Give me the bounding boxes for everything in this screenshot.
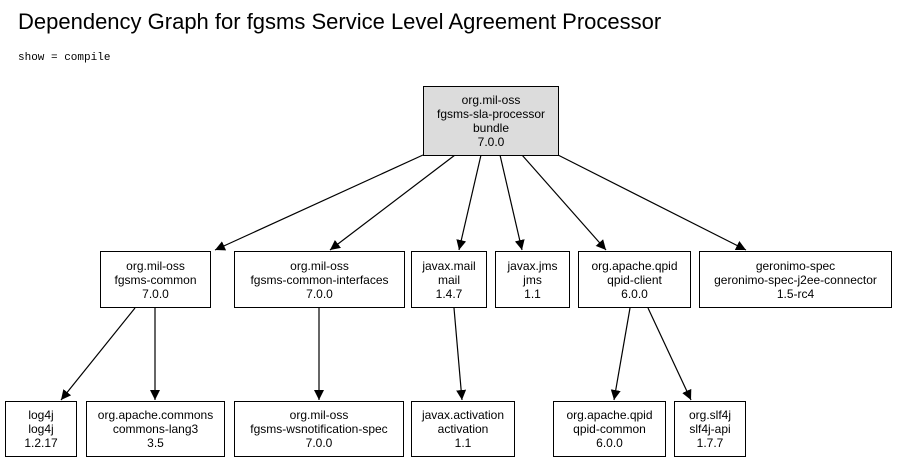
node-artifact: mail xyxy=(437,272,460,287)
node-qpid-client[interactable]: org.apache.qpid qpid-client 6.0.0 xyxy=(578,251,691,308)
edge-root-qpid-client xyxy=(521,154,607,251)
node-log4j[interactable]: log4j log4j 1.2.17 xyxy=(5,401,77,457)
node-group: org.mil-oss xyxy=(461,93,521,107)
node-fgsms-common[interactable]: org.mil-oss fgsms-common 7.0.0 xyxy=(100,251,211,308)
node-version: 1.5-rc4 xyxy=(776,286,815,301)
node-version: 7.0.0 xyxy=(142,286,169,301)
node-version: 6.0.0 xyxy=(596,436,623,450)
node-group: javax.mail xyxy=(422,258,476,273)
node-version: 1.1 xyxy=(454,436,472,450)
edge-root-jms xyxy=(499,154,525,251)
node-qpid-common[interactable]: org.apache.qpid qpid-common 6.0.0 xyxy=(553,401,666,457)
edge-mail-activation xyxy=(453,307,467,401)
node-group: org.apache.qpid xyxy=(591,258,678,273)
node-slf4j-api[interactable]: org.slf4j slf4j-api 1.7.7 xyxy=(674,401,746,457)
edge-root-common-interfaces xyxy=(329,154,456,251)
node-version: 7.0.0 xyxy=(477,135,505,149)
node-commons-lang3[interactable]: org.apache.commons commons-lang3 3.5 xyxy=(86,401,225,457)
node-version: 7.0.0 xyxy=(306,286,333,301)
node-jms[interactable]: javax.jms jms 1.1 xyxy=(495,251,570,308)
scope-filter-label: show = compile xyxy=(18,52,111,64)
node-version: 1.1 xyxy=(524,286,541,301)
edge-qpid-client-slf4j xyxy=(647,307,692,401)
node-fgsms-common-interfaces[interactable]: org.mil-oss fgsms-common-interfaces 7.0.… xyxy=(234,251,405,308)
node-group: org.apache.commons xyxy=(97,408,214,422)
page-title: Dependency Graph for fgsms Service Level… xyxy=(18,9,662,34)
node-version: 1.7.7 xyxy=(696,436,724,450)
node-artifact: fgsms-wsnotification-spec xyxy=(250,422,388,436)
node-group: org.slf4j xyxy=(688,408,732,422)
node-version: 1.4.7 xyxy=(435,286,463,301)
node-artifact: slf4j-api xyxy=(689,422,731,436)
node-artifact: jms xyxy=(523,272,542,287)
node-artifact: activation xyxy=(437,422,489,436)
node-fgsms-sla-processor[interactable]: org.mil-oss fgsms-sla-processor bundle 7… xyxy=(423,86,559,156)
edge-root-geronimo xyxy=(557,154,747,251)
node-version: 7.0.0 xyxy=(305,436,333,450)
node-group: javax.activation xyxy=(421,408,505,422)
node-artifact: qpid-client xyxy=(607,272,662,287)
node-group: org.mil-oss xyxy=(290,258,349,273)
edge-common-log4j xyxy=(60,307,136,401)
node-artifact: fgsms-sla-processor xyxy=(436,107,546,121)
node-group: org.mil-oss xyxy=(289,408,349,422)
node-artifact: commons-lang3 xyxy=(112,422,199,436)
node-group: org.mil-oss xyxy=(126,258,185,273)
node-version: 6.0.0 xyxy=(621,286,648,301)
node-artifact: qpid-common xyxy=(573,422,646,436)
edge-qpid-client-qpid-common xyxy=(610,307,631,401)
node-artifact: log4j xyxy=(28,422,54,436)
node-fgsms-wsnotification-spec[interactable]: org.mil-oss fgsms-wsnotification-spec 7.… xyxy=(234,401,404,457)
node-group: geronimo-spec xyxy=(755,258,836,273)
node-mail[interactable]: javax.mail mail 1.4.7 xyxy=(411,251,487,308)
node-artifact: geronimo-spec-j2ee-connector xyxy=(714,272,877,287)
edge-root-mail xyxy=(456,154,482,251)
node-type: bundle xyxy=(472,121,510,135)
node-geronimo-spec-j2ee-connector[interactable]: geronimo-spec geronimo-spec-j2ee-connect… xyxy=(699,251,892,308)
node-activation[interactable]: javax.activation activation 1.1 xyxy=(411,401,515,457)
node-artifact: fgsms-common-interfaces xyxy=(250,272,389,287)
node-version: 3.5 xyxy=(147,436,164,450)
node-group: log4j xyxy=(28,408,54,422)
node-group: javax.jms xyxy=(507,258,558,273)
node-group: org.apache.qpid xyxy=(566,408,653,422)
node-artifact: fgsms-common xyxy=(114,272,197,287)
edge-root-common xyxy=(214,154,424,251)
node-version: 1.2.17 xyxy=(24,436,58,450)
